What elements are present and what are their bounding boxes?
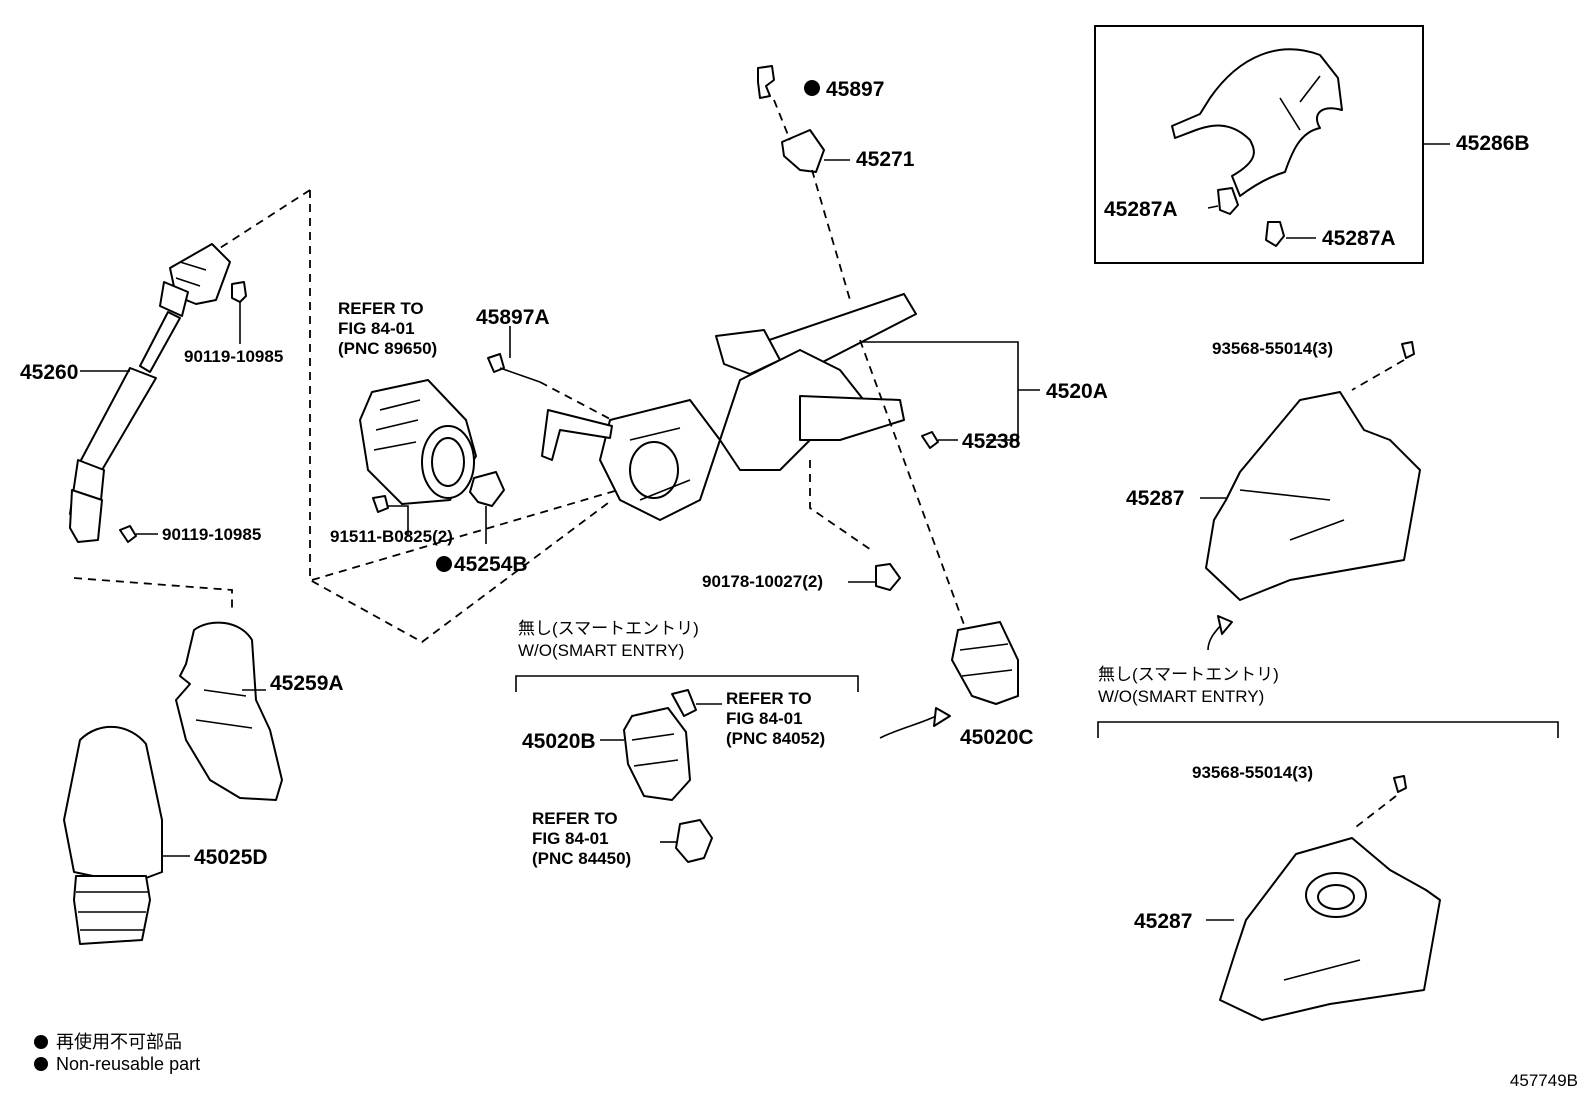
label-45287-lower: 45287 — [1134, 910, 1192, 933]
label-45238: 45238 — [962, 430, 1021, 453]
motor-assembly — [359, 379, 477, 505]
group-dash-left — [219, 189, 619, 644]
label-refer-84052-line1: REFER TO — [726, 689, 812, 708]
label-45287a-left: 45287A — [1104, 198, 1178, 221]
label-90178: 90178-10027(2) — [702, 572, 823, 591]
label-45897: 45897 — [826, 78, 884, 101]
lower-column-cover — [1219, 837, 1441, 1021]
legend-dot-icon — [34, 1035, 48, 1049]
lock-housing — [951, 621, 1019, 705]
label-45020b: 45020B — [522, 730, 596, 753]
upper-column-cover — [1171, 48, 1343, 197]
inset-box — [1094, 25, 1424, 264]
column-hole-cover — [175, 621, 283, 801]
label-45254b: 45254B — [454, 553, 528, 576]
label-93568-lower: 93568-55014(3) — [1192, 763, 1313, 782]
legend-en: Non-reusable part — [34, 1054, 200, 1075]
legend-text-en: Non-reusable part — [56, 1054, 201, 1074]
label-refer-84052-line2: FIG 84-01 — [726, 709, 803, 728]
label-refer-89650-line2: FIG 84-01 — [338, 319, 415, 338]
label-wo-smart-entry-jp-right: 無し(スマートエントリ) — [1098, 665, 1279, 684]
label-45260: 45260 — [20, 361, 78, 384]
label-45286b: 45286B — [1456, 132, 1530, 155]
intermediate-shaft — [69, 243, 231, 543]
legend-dot-icon — [34, 1057, 48, 1071]
label-refer-84052-line3: (PNC 84052) — [726, 729, 825, 748]
label-45020c: 45020C — [960, 726, 1034, 749]
label-91511: 91511-B0825(2) — [330, 527, 453, 546]
label-4520a: 4520A — [1046, 380, 1108, 403]
label-93568-upper: 93568-55014(3) — [1212, 339, 1333, 358]
ignition-switch-assembly — [623, 707, 691, 801]
label-45025d: 45025D — [194, 846, 268, 869]
label-45287-upper: 45287 — [1126, 487, 1184, 510]
label-refer-84450-line1: REFER TO — [532, 809, 618, 828]
label-45259a: 45259A — [270, 672, 344, 695]
label-45897a: 45897A — [476, 306, 550, 329]
label-refer-89650-line1: REFER TO — [338, 299, 424, 318]
label-45287a-right: 45287A — [1322, 227, 1396, 250]
figure-id: 457749B — [1509, 1071, 1578, 1090]
lower-column-cover-top — [1205, 391, 1421, 601]
label-refer-84450-line3: (PNC 84450) — [532, 849, 631, 868]
legend-text-jp: 再使用不可部品 — [56, 1032, 182, 1052]
label-wo-smart-entry-en-right: W/O(SMART ENTRY) — [1098, 687, 1264, 706]
label-45271: 45271 — [856, 148, 915, 171]
label-refer-84450-line2: FIG 84-01 — [532, 829, 609, 848]
label-refer-89650-line3: (PNC 89650) — [338, 339, 437, 358]
label-90119-lower: 90119-10985 — [162, 525, 261, 544]
dust-boot — [63, 726, 163, 945]
steering-column — [541, 293, 917, 521]
legend-jp: 再使用不可部品 — [34, 1028, 182, 1054]
label-wo-smart-entry-jp-center: 無し(スマートエントリ) — [518, 619, 699, 638]
label-wo-smart-entry-en-center: W/O(SMART ENTRY) — [518, 641, 684, 660]
label-90119-upper: 90119-10985 — [184, 347, 283, 366]
